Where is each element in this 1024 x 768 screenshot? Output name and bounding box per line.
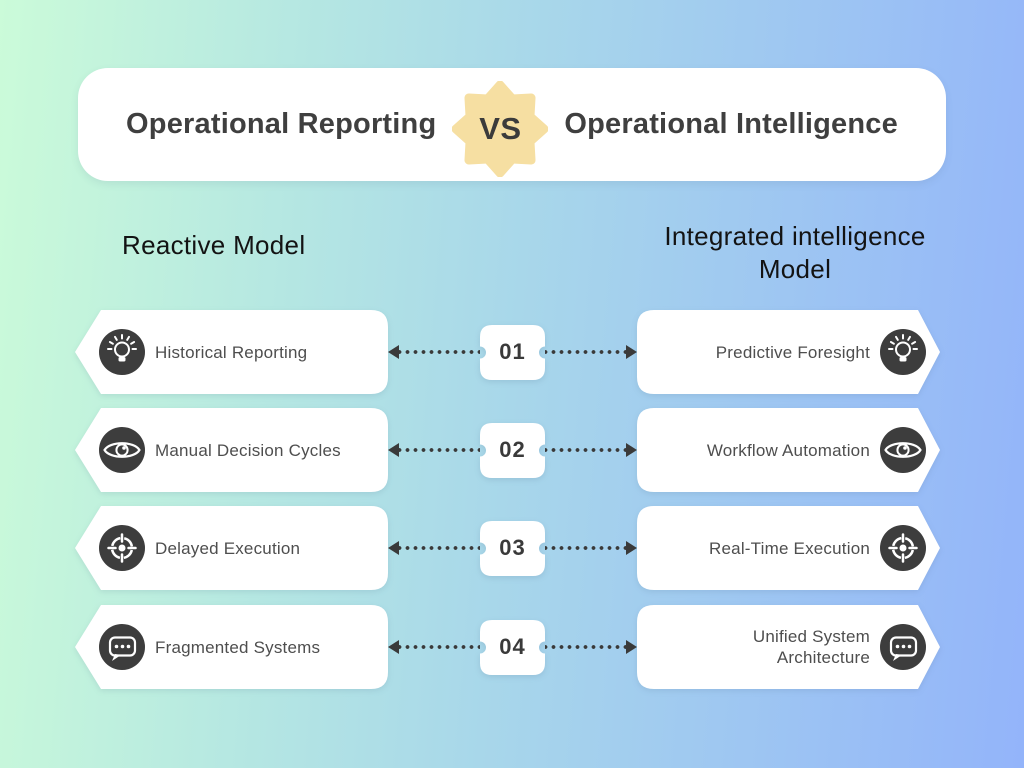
left-column-title: Reactive Model: [122, 230, 306, 260]
left-card-fragmented-systems: Fragmented Systems: [75, 605, 388, 689]
number-badge-1: 01: [480, 324, 545, 380]
arrow-right-icon: [626, 640, 637, 654]
left-card-historical-reporting: Historical Reporting: [75, 310, 388, 394]
header-title-right: Operational Intelligence: [564, 108, 898, 140]
badge-number: 02: [499, 437, 526, 462]
header-banner: Operational Reporting VS Operational Int…: [78, 68, 946, 181]
target-icon: [880, 525, 926, 571]
arrow-left-icon: [388, 541, 399, 555]
connector-3: 03: [388, 506, 637, 590]
starburst-icon: [452, 80, 549, 177]
lightbulb-icon: [99, 329, 145, 375]
badge-number: 01: [499, 339, 526, 364]
number-badge-2: 02: [480, 422, 545, 478]
card-label: Predictive Foresight: [715, 342, 870, 362]
right-column-title: Integrated intelligence Model: [664, 221, 926, 284]
right-card-real-time-execution: Real-Time Execution: [637, 506, 940, 590]
vs-label: VS: [479, 110, 522, 146]
right-card-unified-system-architecture: Unified System Architecture: [637, 605, 940, 689]
card-label: Fragmented Systems: [155, 637, 321, 657]
card-label: Real-Time Execution: [709, 538, 870, 558]
arrow-left-icon: [388, 443, 399, 457]
badge-number: 03: [499, 535, 526, 560]
card-label: Manual Decision Cycles: [155, 440, 341, 460]
dotted-line: [399, 546, 480, 550]
chat-icon: [880, 624, 926, 670]
dotted-line: [545, 350, 626, 354]
comparison-row-4: Fragmented Systems 04 Unified System Arc…: [0, 605, 1024, 689]
number-badge-3: 03: [480, 520, 545, 576]
badge-number: 04: [499, 634, 526, 659]
dotted-line: [399, 448, 480, 452]
connector-4: 04: [388, 605, 637, 689]
connector-1: 01: [388, 310, 637, 394]
card-label: Workflow Automation: [706, 440, 870, 460]
left-card-manual-decision-cycles: Manual Decision Cycles: [75, 408, 388, 492]
dotted-line: [399, 350, 480, 354]
dotted-line: [545, 448, 626, 452]
dotted-line: [399, 645, 480, 649]
dotted-line: [545, 645, 626, 649]
arrow-right-icon: [626, 541, 637, 555]
card-label: Unified System Architecture: [752, 627, 870, 667]
right-card-workflow-automation: Workflow Automation: [637, 408, 940, 492]
lightbulb-icon: [880, 329, 926, 375]
eye-icon: [880, 427, 926, 473]
arrow-right-icon: [626, 443, 637, 457]
card-label: Delayed Execution: [155, 538, 301, 558]
comparison-row-3: Delayed Execution 03 Real-Time Execution: [0, 506, 1024, 590]
chat-icon: [99, 624, 145, 670]
comparison-row-2: Manual Decision Cycles 02 Workflow Autom…: [0, 408, 1024, 492]
number-badge-4: 04: [480, 619, 545, 675]
arrow-left-icon: [388, 640, 399, 654]
arrow-right-icon: [626, 345, 637, 359]
arrow-left-icon: [388, 345, 399, 359]
comparison-row-1: Historical Reporting 01 Predictive Fores…: [0, 310, 1024, 394]
dotted-line: [545, 546, 626, 550]
eye-icon: [99, 427, 145, 473]
vs-starburst-badge: VS: [452, 80, 549, 177]
target-icon: [99, 525, 145, 571]
card-label: Historical Reporting: [155, 342, 308, 362]
right-card-predictive-foresight: Predictive Foresight: [637, 310, 940, 394]
connector-2: 02: [388, 408, 637, 492]
left-card-delayed-execution: Delayed Execution: [75, 506, 388, 590]
header-title-left: Operational Reporting: [126, 108, 437, 140]
